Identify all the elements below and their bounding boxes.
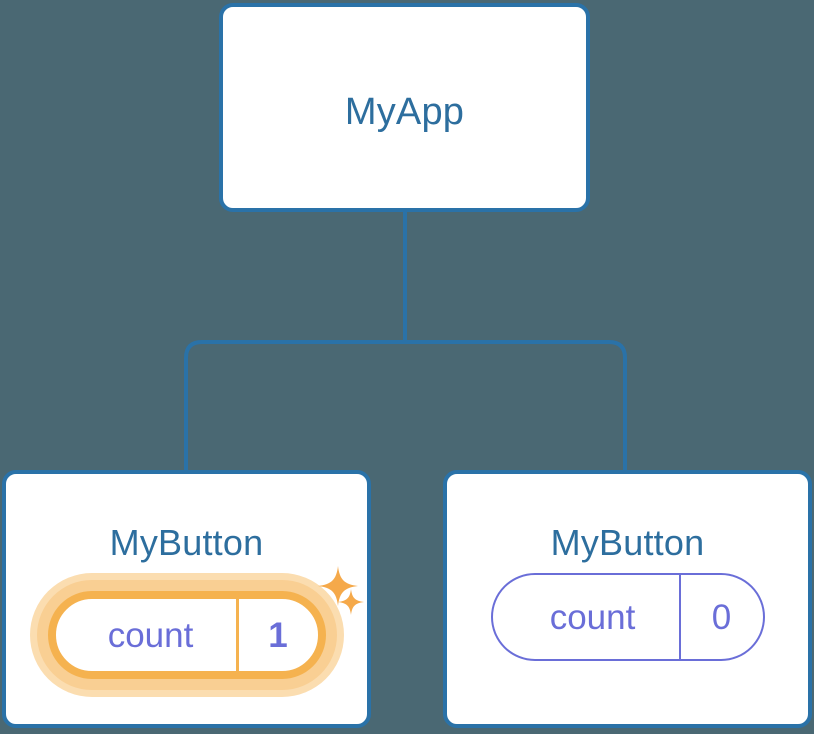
state-pill-1[interactable]: count 1 (47, 591, 326, 679)
state-pill-highlighted[interactable]: count 1 (29, 573, 344, 697)
state-pill-1-key: count (107, 615, 194, 655)
node-mybutton-1[interactable]: MyButton count 1 (2, 470, 371, 728)
state-pill-2-key: count (549, 597, 636, 637)
node-myapp[interactable]: MyApp (219, 3, 590, 212)
state-pill-2[interactable]: count 0 (490, 573, 765, 661)
node-myapp-title: MyApp (344, 91, 465, 133)
node-mybutton-2[interactable]: MyButton count 0 (443, 470, 812, 728)
edge-root-to-right-child (405, 340, 627, 472)
state-pill-plain[interactable]: count 0 (490, 573, 765, 661)
state-pill-glow-container: count 1 (29, 573, 344, 697)
node-mybutton-1-title: MyButton (109, 522, 264, 563)
state-pill-2-value: 0 (678, 575, 763, 659)
sparkle-large-icon (318, 566, 358, 606)
state-pill-1-value: 1 (235, 599, 318, 671)
node-mybutton-2-title: MyButton (550, 522, 705, 563)
sparkle-small-icon (338, 589, 364, 615)
edge-root-to-left-child (184, 340, 405, 472)
